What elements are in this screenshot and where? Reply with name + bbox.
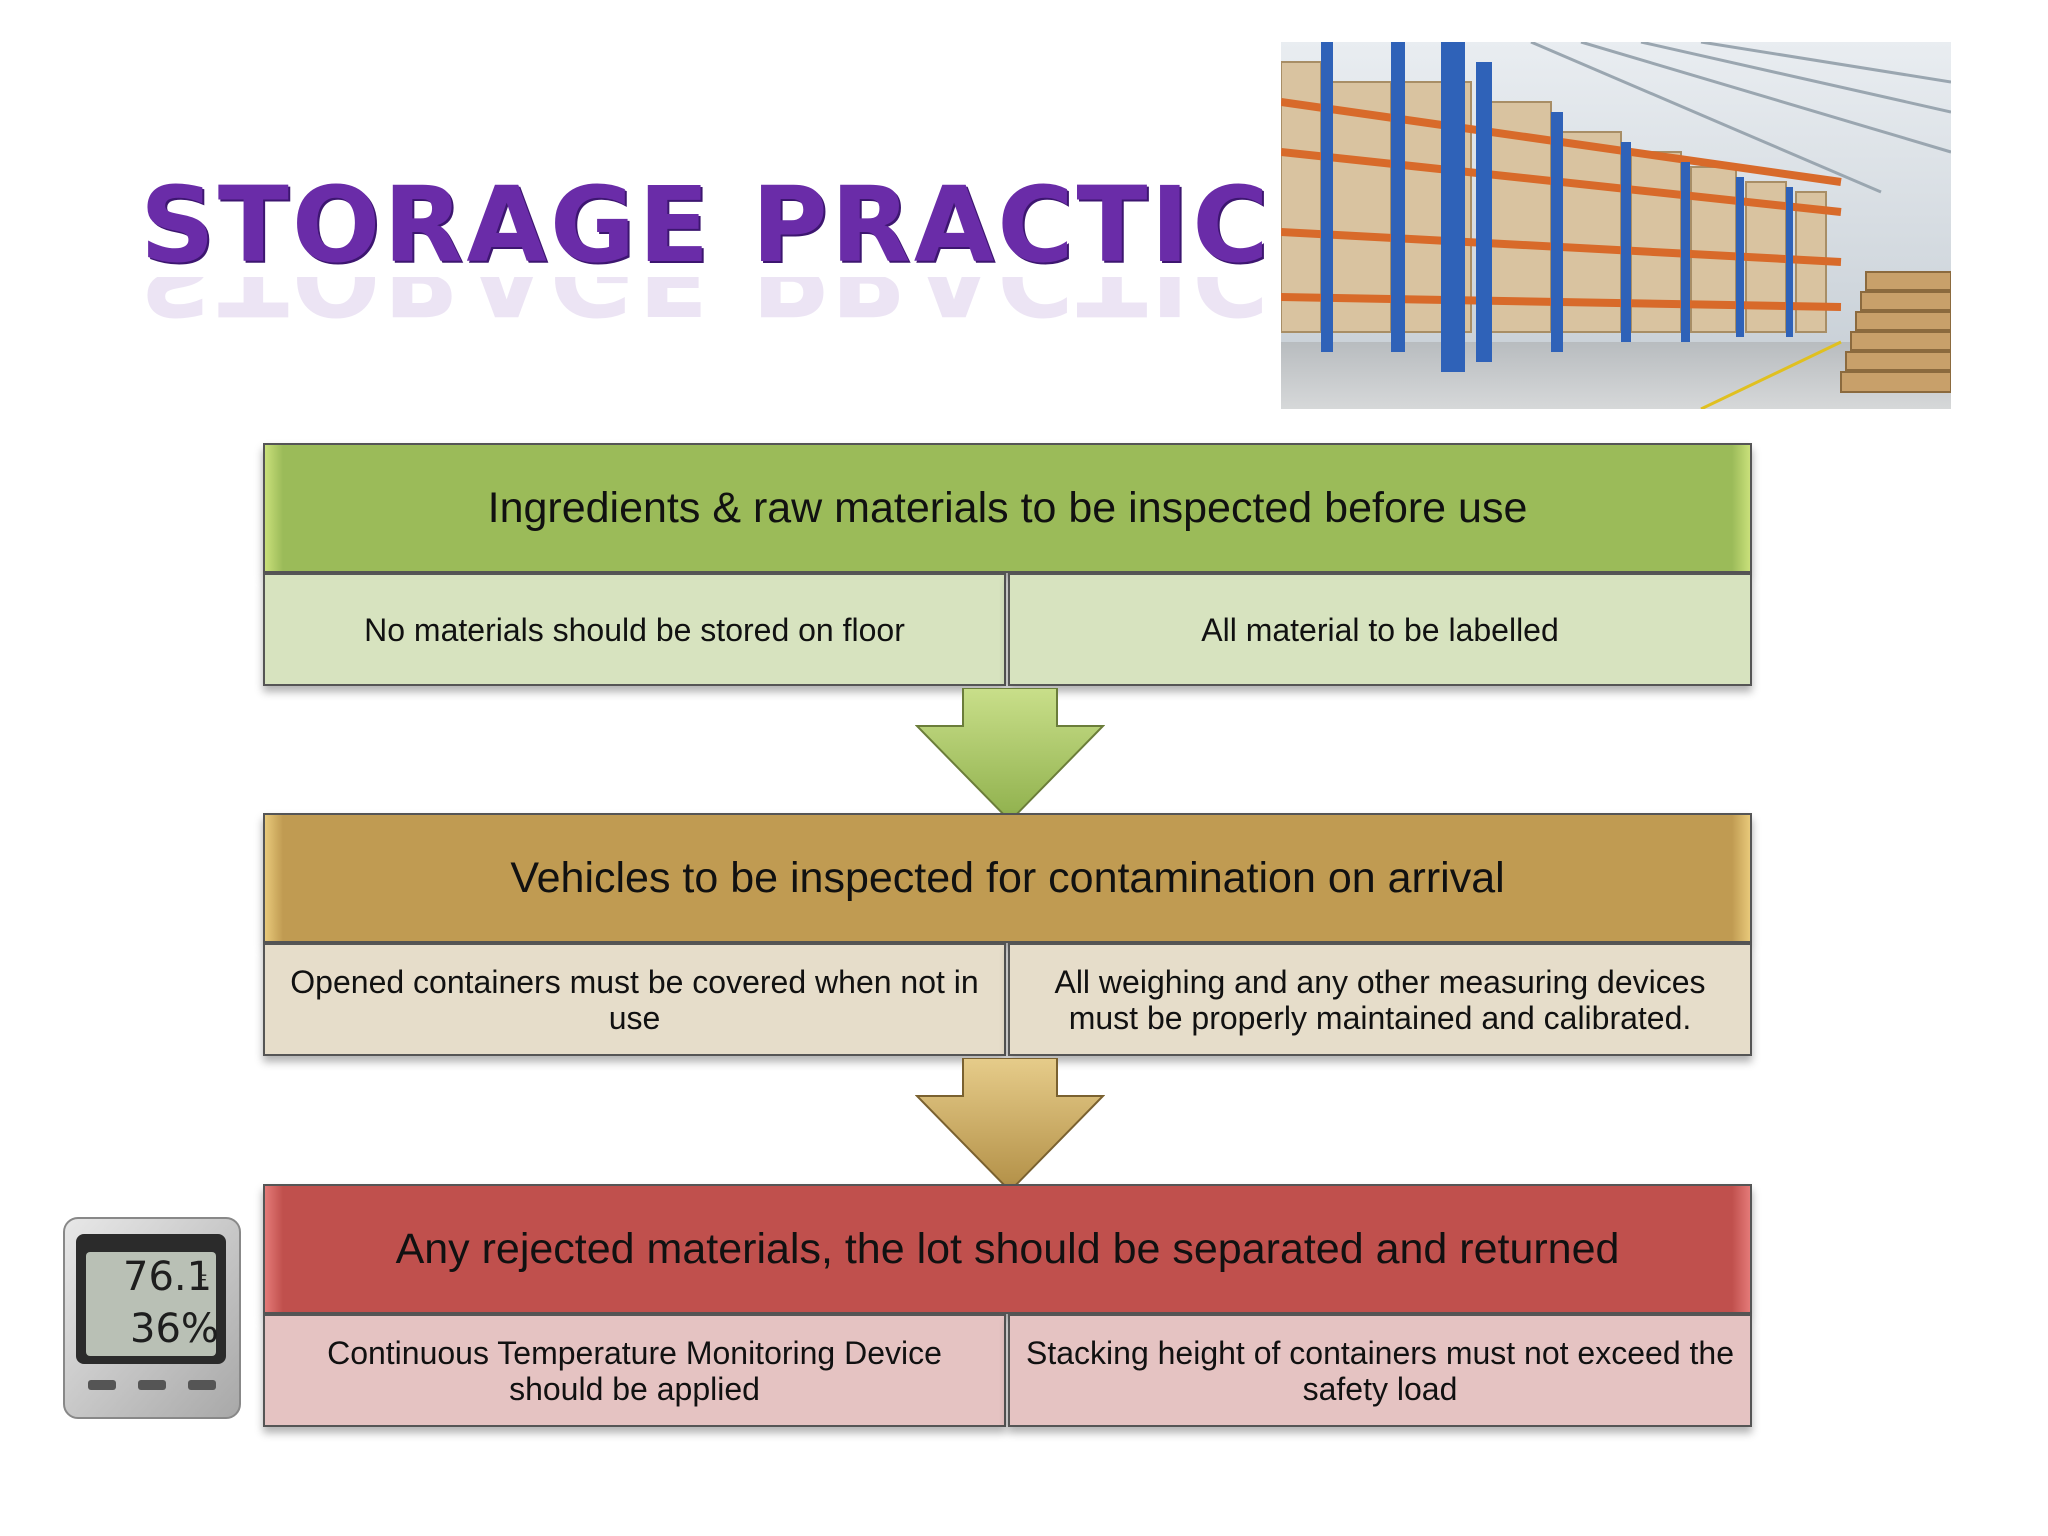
step-1-right-item: All material to be labelled [1008,573,1752,686]
step-1-header: Ingredients & raw materials to be inspec… [263,443,1752,573]
step-3-header: Any rejected materials, the lot should b… [263,1184,1752,1314]
step-1-left-item: No materials should be stored on floor [263,573,1006,686]
slide-title-reflection: STORAGE PRACTICES [140,277,1423,337]
slide-title: STORAGE PRACTICES [140,164,1424,286]
title-area: STORAGE PRACTICES STORAGE PRACTICES [140,165,1423,337]
temperature-readout: 76.1 [123,1254,212,1300]
temperature-unit: F [198,1271,207,1290]
arrow-down-icon [915,1058,1105,1193]
step-2-header: Vehicles to be inspected for contaminati… [263,813,1752,943]
step-2-right-item: All weighing and any other measuring dev… [1008,943,1752,1056]
step-3-right-item: Stacking height of containers must not e… [1008,1314,1752,1427]
step-3-left-item: Continuous Temperature Monitoring Device… [263,1314,1006,1427]
step-2-left-item: Opened containers must be covered when n… [263,943,1006,1056]
thermometer-device: 76.1 F 36% [63,1217,241,1419]
humidity-readout: 36% [130,1306,219,1352]
arrow-down-icon [915,688,1105,823]
warehouse-photo [1281,42,1951,409]
